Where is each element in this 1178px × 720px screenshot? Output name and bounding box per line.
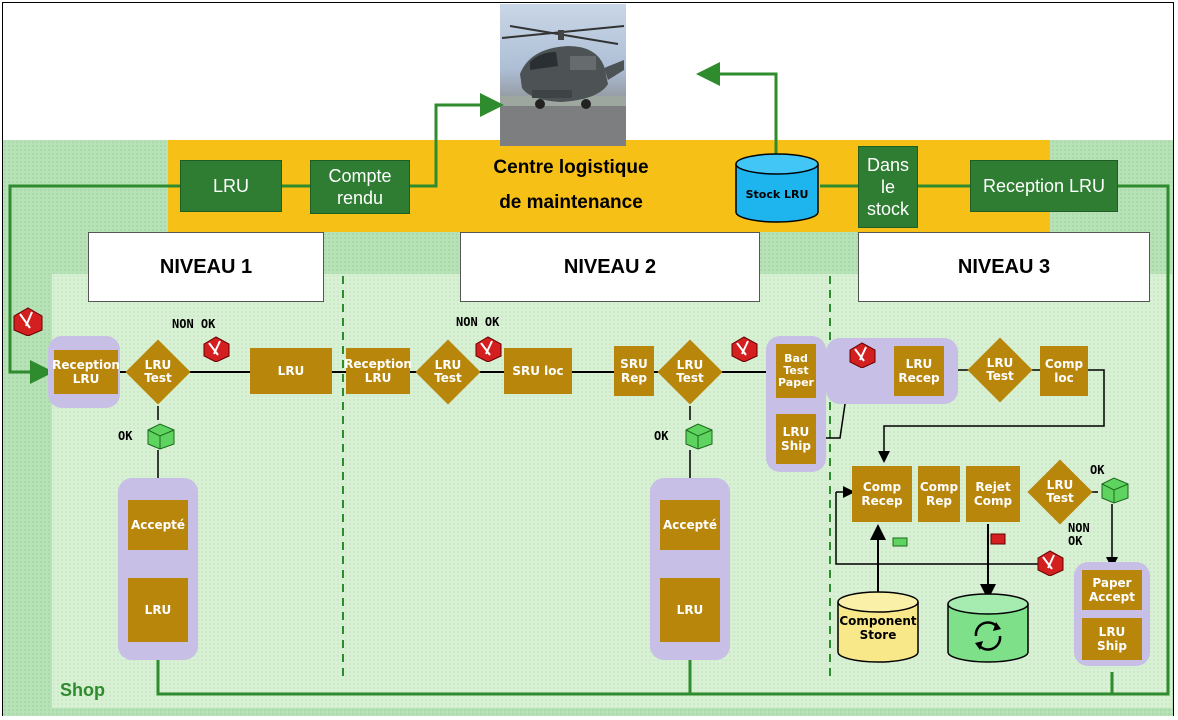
l1-non-ok-label: NON OK bbox=[172, 317, 216, 331]
l1-reception-label: Reception LRU bbox=[52, 358, 120, 386]
broken-part-icon bbox=[13, 307, 43, 336]
broken-part-icon bbox=[731, 336, 758, 362]
l3-comp-loc-label: Comp loc bbox=[1044, 357, 1084, 385]
l2-sru-rep-box: SRU Rep bbox=[614, 346, 654, 396]
l2-lru-ship-label: LRU Ship bbox=[781, 425, 811, 453]
l3-lru-recep-box: LRU Recep bbox=[894, 346, 944, 396]
l3-comp-rep-label: Comp Rep bbox=[919, 480, 959, 508]
l2-sru-rep-label: SRU Rep bbox=[620, 357, 648, 385]
l3-rejet-comp-label: Rejet Comp bbox=[973, 480, 1013, 508]
l3-ok-label: OK bbox=[1090, 463, 1105, 477]
level-2-label: NIVEAU 2 bbox=[563, 255, 657, 278]
broken-part-icon bbox=[475, 336, 502, 362]
level-1-header: NIVEAU 1 bbox=[88, 232, 324, 302]
l2-sru-loc-label: SRU loc bbox=[512, 364, 564, 378]
l3-lru-test2-diamond: LRU Test bbox=[1027, 459, 1093, 525]
l1-lru-test-label: LRU Test bbox=[144, 358, 172, 385]
l3-lru-ship-box: LRU Ship bbox=[1082, 618, 1142, 660]
l3-comp-loc-box: Comp loc bbox=[1040, 346, 1088, 396]
compte-rendu-box: Compte rendu bbox=[310, 160, 410, 214]
l2-lru-test2-label: LRU Test bbox=[676, 358, 704, 385]
top-lru-label: LRU bbox=[212, 176, 249, 196]
compte-rendu-label: Compte rendu bbox=[328, 166, 392, 208]
l3-comp-recep-box: Comp Recep bbox=[852, 466, 912, 522]
good-part-icon bbox=[1101, 477, 1129, 504]
l3-comp-rep-box: Comp Rep bbox=[918, 466, 960, 522]
l1-lru-label: LRU bbox=[277, 364, 305, 378]
l2-reception-lru-box: Reception LRU bbox=[344, 348, 412, 394]
l2-bad-test-paper-box: Bad Test Paper bbox=[776, 344, 816, 398]
l3-lru-test-label: LRU Test bbox=[986, 356, 1014, 383]
recycle-cylinder bbox=[946, 592, 1030, 664]
level-2-header: NIVEAU 2 bbox=[460, 232, 760, 302]
component-store-label: Component Store bbox=[839, 614, 917, 642]
l1-reception-lru-box: Reception LRU bbox=[52, 350, 120, 394]
l3-lru-test-diamond: LRU Test bbox=[967, 337, 1033, 403]
l2-accepte-label: Accepté bbox=[662, 518, 718, 532]
l1-ok-label: OK bbox=[118, 429, 133, 443]
level-3-header: NIVEAU 3 bbox=[858, 232, 1150, 302]
l2-accepte-box: Accepté bbox=[660, 500, 720, 550]
l2-reception-label: Reception LRU bbox=[344, 357, 412, 385]
l1-lru-box: LRU bbox=[250, 348, 332, 394]
stock-lru-label: Stock LRU bbox=[746, 188, 809, 201]
broken-part-icon bbox=[849, 342, 876, 368]
l1-accepte-label: Accepté bbox=[130, 518, 186, 532]
broken-part-icon bbox=[203, 336, 230, 362]
good-part-icon bbox=[147, 423, 175, 450]
broken-part-icon bbox=[1037, 550, 1064, 576]
l2-bad-test-paper-label: Bad Test Paper bbox=[778, 352, 814, 389]
l3-rejet-comp-box: Rejet Comp bbox=[966, 466, 1020, 522]
center-title-line-2: de maintenance bbox=[499, 192, 643, 213]
dans-le-stock-label: Dans le stock bbox=[866, 155, 910, 219]
l2-lru-test-label: LRU Test bbox=[434, 358, 462, 385]
l1-lru-test-diamond: LRU Test bbox=[125, 339, 191, 405]
level-3-label: NIVEAU 3 bbox=[957, 255, 1051, 278]
shop-label: Shop bbox=[60, 680, 105, 700]
l2-non-ok-label: NON OK bbox=[456, 315, 500, 329]
small-broken-part-icon bbox=[990, 533, 1006, 545]
center-title-line-1: Centre logistique bbox=[493, 157, 649, 178]
l3-lru-test2-label: LRU Test bbox=[1046, 478, 1074, 505]
component-store-cylinder: Component Store bbox=[836, 590, 920, 664]
reception-lru-top-box: Reception LRU bbox=[970, 160, 1118, 212]
top-lru-box: LRU bbox=[180, 160, 282, 212]
dans-le-stock-box: Dans le stock bbox=[858, 146, 918, 228]
l3-lru-recep-label: LRU Recep bbox=[898, 357, 940, 385]
stock-lru-cylinder: Stock LRU bbox=[734, 152, 820, 224]
small-good-part-icon bbox=[892, 537, 908, 547]
l2-sru-loc-box: SRU loc bbox=[504, 348, 572, 394]
l3-lru-ship-label: LRU Ship bbox=[1097, 625, 1127, 653]
reception-lru-top-label: Reception LRU bbox=[982, 176, 1106, 196]
l2-lru-bottom-label: LRU bbox=[676, 603, 704, 617]
l1-accepte-box: Accepté bbox=[128, 500, 188, 550]
logistics-center-title: Centre logistique de maintenance bbox=[476, 150, 666, 220]
l2-lru-ship-box: LRU Ship bbox=[776, 414, 816, 464]
helicopter-photo bbox=[500, 4, 626, 146]
l3-non-ok-label: NON OK bbox=[1068, 521, 1090, 548]
l2-ok-label: OK bbox=[654, 429, 669, 443]
l2-lru-bottom-box: LRU bbox=[660, 578, 720, 642]
level-1-label: NIVEAU 1 bbox=[159, 255, 253, 278]
l1-lru-bottom-label: LRU bbox=[144, 603, 172, 617]
l2-lru-test-diamond: LRU Test bbox=[415, 339, 481, 405]
l3-paper-accept-label: Paper Accept bbox=[1089, 576, 1135, 604]
l2-lru-test2-diamond: LRU Test bbox=[657, 339, 723, 405]
l3-comp-recep-label: Comp Recep bbox=[861, 480, 903, 508]
l3-paper-accept-box: Paper Accept bbox=[1082, 570, 1142, 610]
l1-lru-bottom-box: LRU bbox=[128, 578, 188, 642]
good-part-icon bbox=[685, 423, 713, 450]
